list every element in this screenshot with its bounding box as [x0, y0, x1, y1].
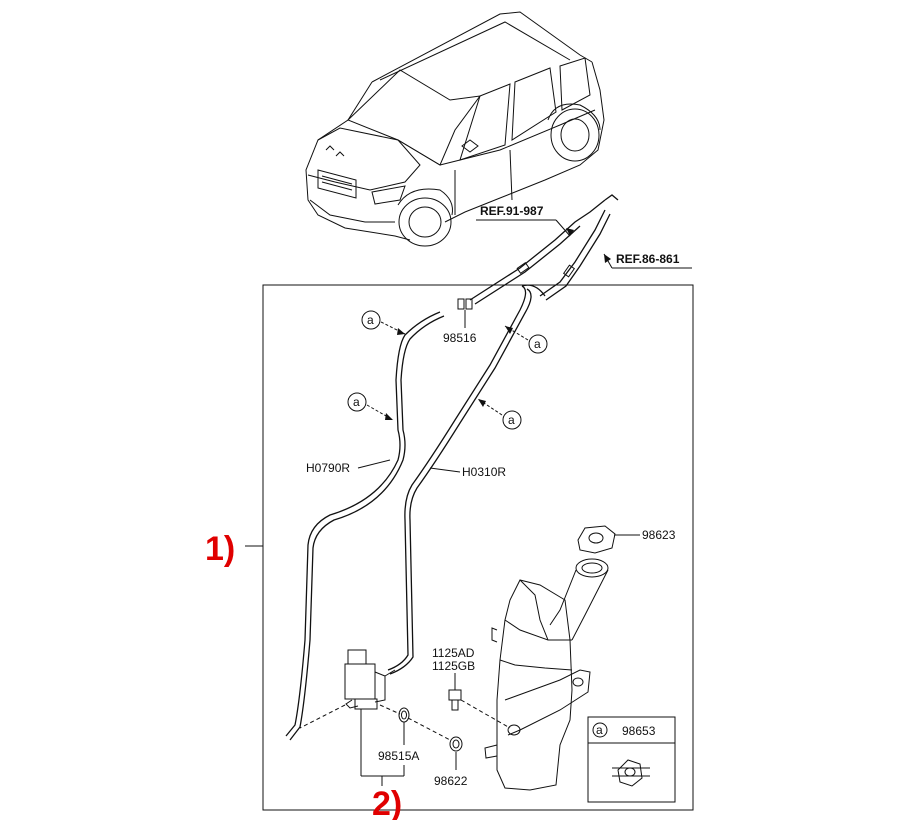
label-98515a: 98515A: [378, 749, 419, 763]
grommet-98622: 98622: [434, 736, 468, 788]
label-h0790r-group: H0790R: [306, 459, 391, 475]
svg-text:a: a: [534, 337, 541, 351]
label-1125ad: 1125AD: [432, 646, 475, 660]
svg-text:a: a: [367, 313, 374, 327]
connector-98516: 98516: [443, 298, 477, 345]
label-98623: 98623: [642, 528, 676, 542]
ref-91-987-text: REF.91-987: [480, 204, 544, 218]
label-h0310r-group: H0310R: [429, 465, 506, 479]
ref-label-91-987: REF.91-987: [476, 204, 574, 237]
vehicle-illustration: [305, 11, 605, 247]
hose-h0310r: [387, 284, 546, 675]
filler-cap-98623: 98623: [577, 525, 676, 554]
hose-h0790r: [285, 311, 445, 741]
marker-a-4: a: [477, 398, 522, 430]
label-98653: 98653: [622, 724, 656, 738]
marker-a-1: a: [361, 310, 406, 335]
ref-86-861-text: REF.86-861: [616, 252, 680, 266]
label-98622: 98622: [434, 774, 468, 788]
bolt-1125: 1125AD 1125GB: [432, 646, 511, 729]
inset-98653: a 98653: [587, 716, 676, 803]
washer-pump: [299, 649, 451, 741]
svg-text:a: a: [353, 395, 360, 409]
callout-1: 1): [205, 530, 235, 568]
washer-reservoir: [484, 558, 609, 791]
ref-label-86-861: REF.86-861: [603, 252, 692, 269]
callout-2: 2): [372, 785, 402, 820]
label-98516: 98516: [443, 331, 477, 345]
label-1125gb: 1125GB: [432, 659, 475, 673]
marker-a-2: a: [504, 325, 548, 354]
svg-text:a: a: [596, 723, 603, 737]
svg-text:a: a: [508, 413, 515, 427]
grommet-98515a: 98515A: [360, 707, 419, 786]
assembly-frame: [262, 284, 694, 811]
marker-a-3: a: [347, 392, 394, 421]
label-h0310r: H0310R: [462, 465, 506, 479]
label-h0790r: H0790R: [306, 461, 350, 475]
